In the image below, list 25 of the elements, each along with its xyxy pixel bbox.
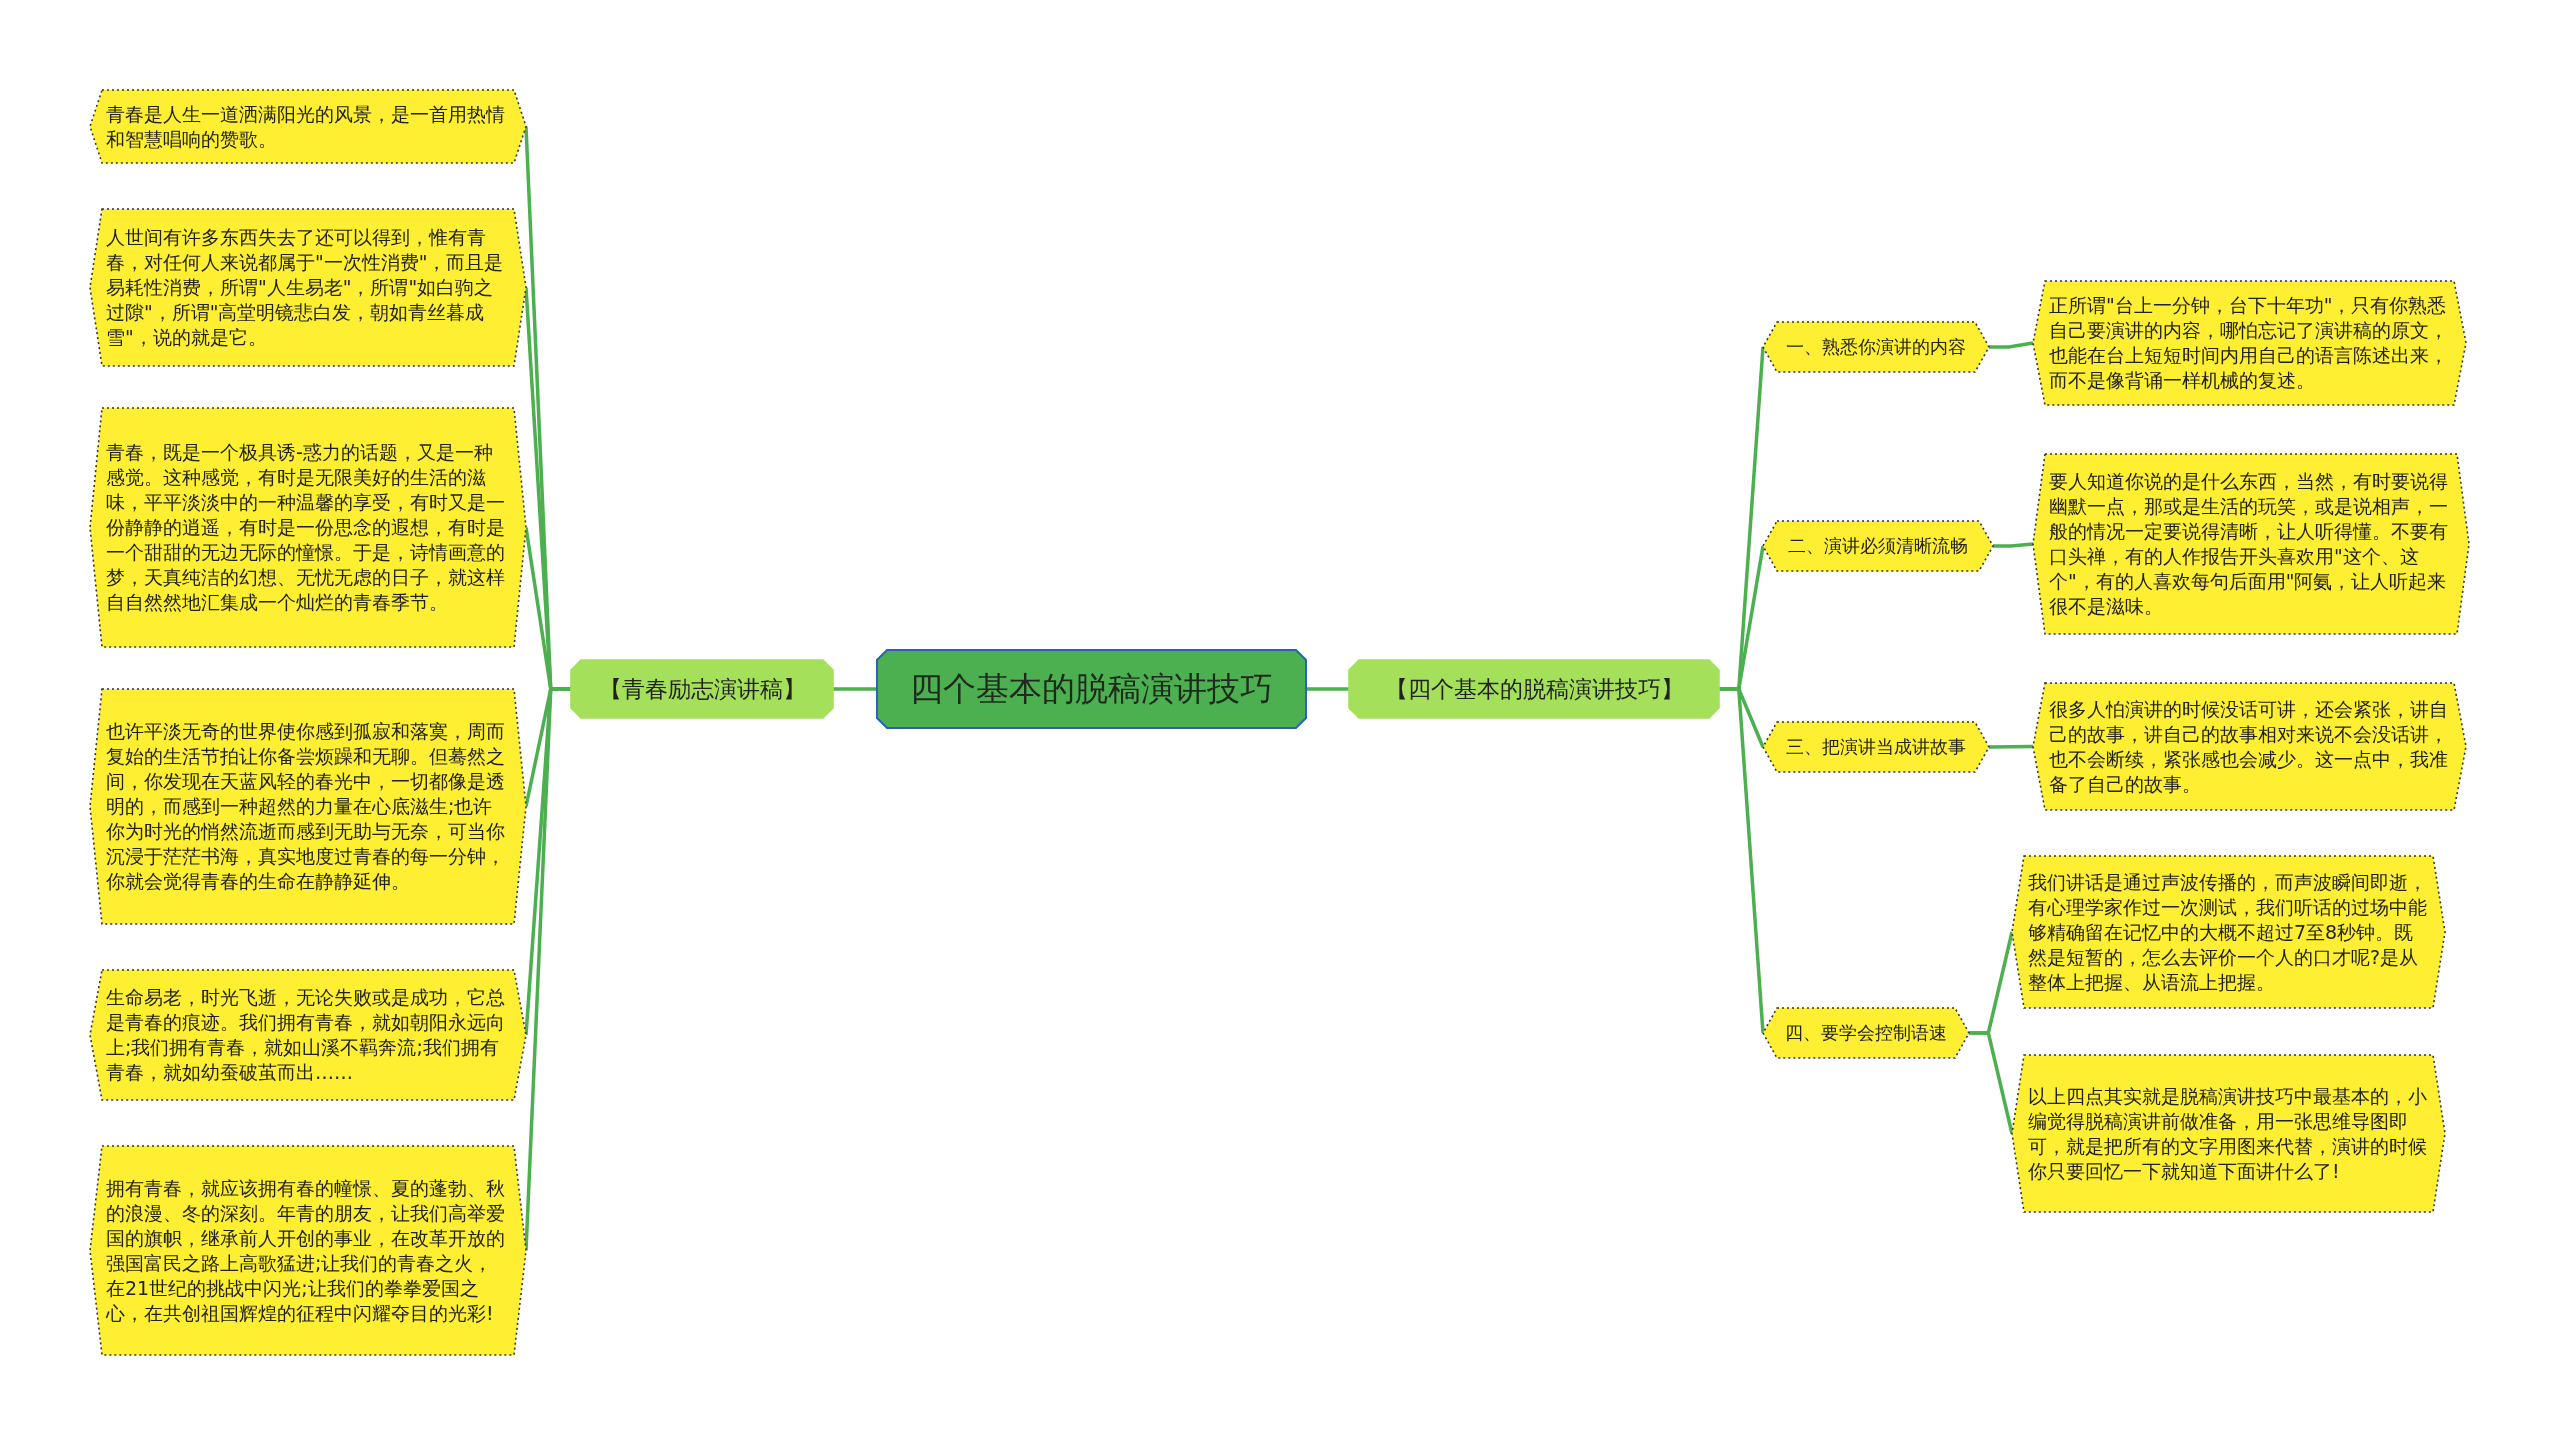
connector-line: [1306, 687, 1349, 691]
text-box: 很多人怕演讲的时候没话可讲，还会紧张，讲自己的故事，讲自己的故事相对来说不会没话讲，也不会断续，紧张感也会减少。这一点中，我准备了自己的故事。: [2033, 683, 2466, 810]
text-box: 人世间有许多东西失去了还可以得到，惟有青春，对任何人来说都属于"一次性消费"，而且是易耗性消费，所谓"人生易老"，所谓"如白驹之过隙"，所谓"高堂明镜悲白发，朝如青丝暮成雪"，说的就是它。: [90, 209, 526, 366]
subtopic-box: 三、把演讲当成讲故事: [1763, 722, 1989, 772]
text-box: 要人知道你说的是什么东西，当然，有时要说得幽默一点，那或是生活的玩笑，或是说相声，一般的情况一定要说得清晰，让人听得懂。不要有口头禅，有的人作报告开头喜欢用"这个、这个"，有的人喜欢每句后面用"阿氨，让人听起来很不是滋味。: [2033, 454, 2469, 634]
subtopic-box: 一、熟悉你演讲的内容: [1763, 322, 1989, 372]
text-box: 我们讲话是通过声波传播的，而声波瞬间即逝，有心理学家作过一次测试，我们听话的过场中能够精确留在记忆中的大概不超过7至8秒钟。既然是短暂的，怎么去评价一个人的口才呢?是从整体上把握、从语流上把握。: [2012, 856, 2445, 1008]
text-box: 正所谓"台上一分钟，台下十年功"，只有你熟悉自己要演讲的内容，哪怕忘记了演讲稿的原文，也能在台上短短时间内用自己的语言陈述出来，而不是像背诵一样机械的复述。: [2033, 281, 2466, 405]
connector-line: [1989, 744, 2033, 749]
connector-line: [1989, 341, 2034, 349]
text-box: 也许平淡无奇的世界使你感到孤寂和落寞，周而复始的生活节拍让你备尝烦躁和无聊。但蓦然之间，你发现在天蓝风轻的春光中，一切都像是透明的，而感到一种超然的力量在心底滋生;也许你为时光的悄然流逝而感到无助与无奈，可当你沉浸于茫茫书海，真实地度过青春的每一分钟，你就会觉得青春的生命在静静延伸。: [90, 689, 526, 924]
text-box: 以上四点其实就是脱稿演讲技巧中最基本的，小编觉得脱稿演讲前做准备，用一张思维导图即可，就是把所有的文字用图来代替，演讲的时候你只要回忆一下就知道下面讲什么了!: [2012, 1055, 2445, 1212]
subtopic-box: 四、要学会控制语速: [1763, 1008, 1969, 1058]
text-box: 生命易老，时光飞逝，无论失败或是成功，它总是青春的痕迹。我们拥有青春，就如朝阳永远向上;我们拥有青春，就如山溪不羁奔流;我们拥有青春，就如幼蚕破茧而出……: [90, 970, 526, 1100]
connector-line: [1719, 687, 1765, 1034]
branch-box: 【青春励志演讲稿】: [571, 660, 833, 718]
branch-box: 【四个基本的脱稿演讲技巧】: [1349, 660, 1719, 718]
connector-line: [1993, 542, 2034, 548]
central-topic-box: 四个基本的脱稿演讲技巧: [877, 650, 1306, 728]
connector-line: [1969, 1031, 2014, 1134]
connector-line: [833, 687, 877, 691]
subtopic-box: 二、演讲必须清晰流畅: [1763, 521, 1993, 571]
text-box: 青春，既是一个极具诱-惑力的话题，又是一种感觉。这种感觉，有时是无限美好的生活的滋味，平平淡淡中的一种温馨的享受，有时又是一份静静的逍遥，有时是一份思念的遐想，有时是一个甜甜的无边无际的憧憬。于是，诗情画意的梦，天真纯洁的幻想、无忧无虑的日子，就这样自自然然地汇集成一个灿烂的青春季节。: [90, 408, 526, 647]
text-box: 拥有青春，就应该拥有春的幢憬、夏的蓬勃、秋的浪漫、冬的深刻。年青的朋友，让我们高举爱国的旗帜，继承前人开创的事业，在改革开放的强国富民之路上高歌猛进;让我们的青春之火，在21世纪的挑战中闪光;让我们的拳拳爱国之心，在共创祖国辉煌的征程中闪耀夺目的光彩!: [90, 1146, 526, 1355]
text-box: 青春是人生一道洒满阳光的风景，是一首用热情和智慧唱响的赞歌。: [90, 90, 526, 163]
